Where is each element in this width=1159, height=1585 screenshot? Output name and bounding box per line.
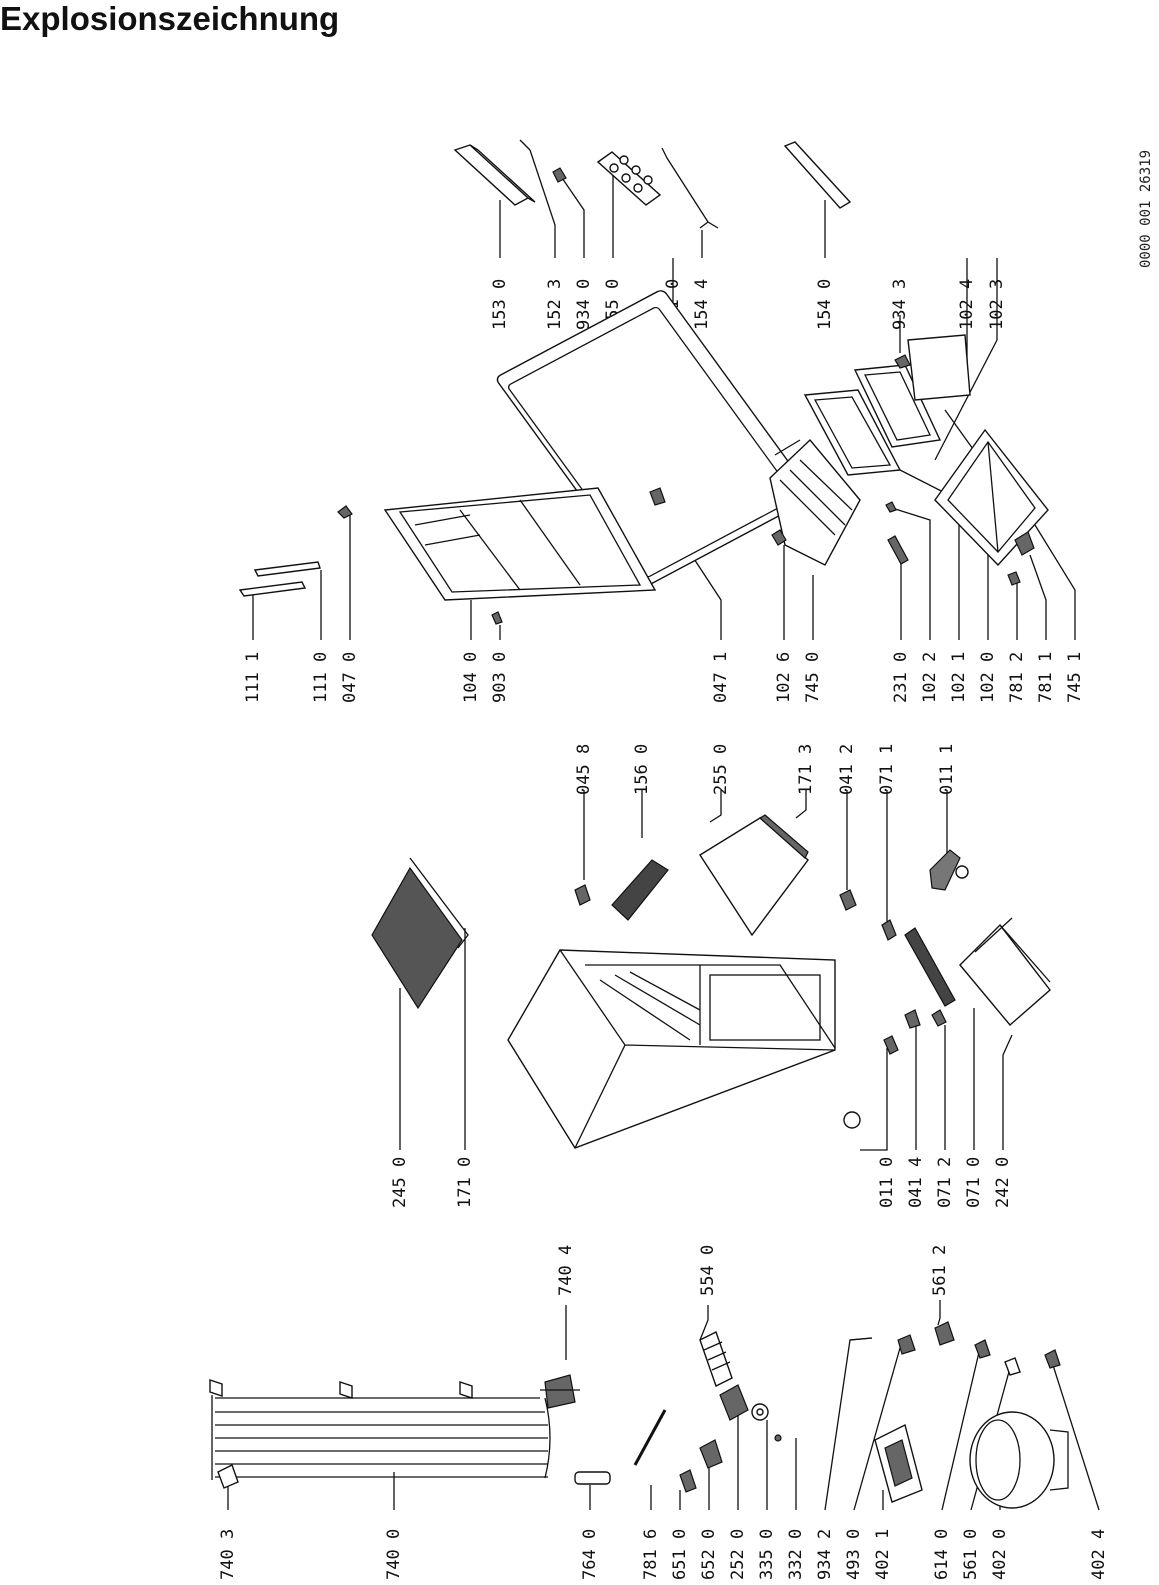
- cabinet: [507, 949, 836, 1149]
- label-104-0: 104 0: [461, 652, 481, 703]
- label-041-2: 041 2: [837, 744, 857, 795]
- glass-shelf-255-0: [699, 817, 809, 937]
- label-171-0: 171 0: [455, 1157, 475, 1208]
- label-745-1: 745 1: [1065, 652, 1085, 703]
- label-402-4: 402 4: [1089, 1529, 1109, 1580]
- label-335-0: 335 0: [757, 1529, 777, 1580]
- page-title: Explosionszeichnung: [0, 0, 340, 37]
- label-111-0: 111 0: [311, 652, 331, 703]
- label-011-1: 011 1: [937, 744, 957, 795]
- door-gasket-191-0: [496, 290, 813, 585]
- label-102-0: 102 0: [978, 652, 998, 703]
- label-154-0: 154 0: [815, 279, 835, 330]
- label-402-0: 402 0: [990, 1529, 1010, 1580]
- label-903-0: 903 0: [490, 652, 510, 703]
- label-332-0: 332 0: [786, 1529, 806, 1580]
- label-011-0: 011 0: [877, 1157, 897, 1208]
- ice-tray-156-0: [611, 859, 669, 921]
- inner-door-104-0: [383, 487, 657, 601]
- label-111-1: 111 1: [243, 652, 263, 703]
- label-231-0: 231 0: [891, 652, 911, 703]
- label-402-1: 402 1: [873, 1529, 893, 1580]
- label-102-6: 102 6: [774, 652, 794, 703]
- label-245-0: 245 0: [390, 1157, 410, 1208]
- evaporator-plate-245-0: [371, 866, 463, 1010]
- light-bar-071-0: [904, 927, 956, 1007]
- label-651-0: 651 0: [670, 1529, 690, 1580]
- label-745-0: 745 0: [803, 652, 823, 703]
- label-252-0: 252 0: [728, 1529, 748, 1580]
- label-764-0: 764 0: [580, 1529, 600, 1580]
- label-493-0: 493 0: [844, 1529, 864, 1580]
- freezer-door-102-0: [934, 428, 1049, 567]
- label-781-2: 781 2: [1007, 652, 1027, 703]
- document-number: 0000 001 26319: [1138, 150, 1154, 268]
- label-102-1: 102 1: [949, 652, 969, 703]
- parts: [209, 139, 1069, 1509]
- label-153-0: 153 0: [490, 279, 510, 330]
- compressor-402-0: [969, 1411, 1069, 1509]
- label-071-0: 071 0: [964, 1157, 984, 1208]
- label-934-2: 934 2: [815, 1529, 835, 1580]
- bottle-rack-154-0: [783, 141, 852, 209]
- label-934-3: 934 3: [890, 279, 910, 330]
- label-047-1: 047 1: [711, 652, 731, 703]
- label-740-4: 740 4: [556, 1245, 576, 1296]
- label-652-0: 652 0: [699, 1529, 719, 1580]
- label-614-0: 614 0: [932, 1529, 952, 1580]
- label-561-2: 561 2: [930, 1245, 950, 1296]
- label-554-0: 554 0: [698, 1245, 718, 1296]
- label-041-4: 041 4: [906, 1157, 926, 1208]
- label-071-2: 071 2: [935, 1157, 955, 1208]
- condenser-740-0: [209, 1379, 551, 1480]
- label-154-4: 154 4: [692, 279, 712, 330]
- leader-lines: [227, 149, 1100, 1511]
- label-047-0: 047 0: [340, 652, 360, 703]
- label-152-3: 152 3: [545, 279, 565, 330]
- label-740-3: 740 3: [218, 1529, 238, 1580]
- label-781-1: 781 1: [1036, 652, 1056, 703]
- label-561-0: 561 0: [961, 1529, 981, 1580]
- label-781-6: 781 6: [641, 1529, 661, 1580]
- crisper-drawer-242-0: [959, 923, 1051, 1026]
- label-171-3: 171 3: [796, 744, 816, 795]
- label-156-0: 156 0: [632, 744, 652, 795]
- label-045-8: 045 8: [574, 744, 594, 795]
- label-934-0: 934 0: [574, 279, 594, 330]
- label-242-0: 242 0: [993, 1157, 1013, 1208]
- label-102-2: 102 2: [920, 652, 940, 703]
- label-255-0: 255 0: [711, 744, 731, 795]
- label-071-1: 071 1: [877, 744, 897, 795]
- label-740-0: 740 0: [384, 1529, 404, 1580]
- door-shelf-153-0: [453, 144, 536, 206]
